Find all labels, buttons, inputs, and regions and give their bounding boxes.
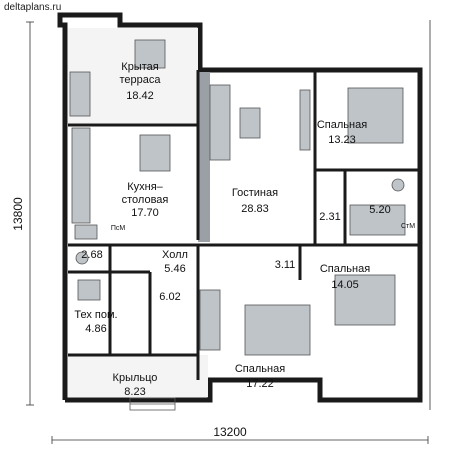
kitchen-counter <box>71 127 91 224</box>
depth-dimension: 13800 <box>11 197 25 231</box>
living-coffee-table <box>239 107 261 139</box>
room-living-area: 28.83 <box>241 203 269 215</box>
wardrobe <box>199 289 221 351</box>
room-bedroom-3-label: Спальная <box>235 363 285 375</box>
dimension-lines <box>26 20 431 444</box>
width-dimension: 13200 <box>213 425 247 439</box>
outer-walls <box>57 12 423 403</box>
living-tv <box>299 89 311 151</box>
dining-table <box>139 134 171 172</box>
room-kitchen-label: Кухня– <box>127 181 163 193</box>
room-living-label: Гостиная <box>232 187 278 199</box>
room-kitchen-area: 17.70 <box>131 207 159 219</box>
room-terrace-label: Крытая <box>121 61 158 73</box>
area-bathroom: 5.20 <box>369 204 390 216</box>
washer-label: СтМ <box>401 223 415 230</box>
living-room-strip <box>198 72 210 242</box>
room-porch-area: 8.23 <box>124 386 145 398</box>
room-bedroom-2-label: Спальная <box>320 263 370 275</box>
furniture <box>69 39 406 356</box>
area-wc: 2.68 <box>81 249 102 261</box>
room-bedroom-1-label: Спальная <box>317 119 367 131</box>
bed-bottom <box>244 304 311 356</box>
room-tech-label: Тех пом. <box>74 309 117 321</box>
area-closet: 2.31 <box>319 211 340 223</box>
dishwasher-label: ПсМ <box>111 225 126 232</box>
room-kitchen-label-2: столовая <box>122 194 169 206</box>
room-terrace-label-2: терраса <box>119 74 161 86</box>
room-bedroom-2-area: 14.05 <box>331 279 359 291</box>
room-porch-label: Крыльцо <box>113 372 158 384</box>
terrace-table <box>134 39 166 69</box>
area-corridor: 6.02 <box>159 291 180 303</box>
room-hall-label: Холл <box>162 249 188 261</box>
steps <box>129 397 176 411</box>
bed-middle-right <box>334 274 396 326</box>
toilet-hall <box>75 251 89 265</box>
toilet-bath <box>391 178 405 192</box>
room-bedroom-3-area: 17.22 <box>246 378 274 390</box>
bed-top-right <box>347 87 404 144</box>
room-terrace-area: 18.42 <box>126 90 154 102</box>
room-labels: Крытая терраса 18.42 Гостиная 28.83 Спал… <box>74 61 390 398</box>
area-lobby: 3.11 <box>275 259 296 271</box>
room-bedroom-1-area: 13.23 <box>328 134 356 146</box>
interior-walls <box>68 70 420 380</box>
tech-boiler <box>77 279 101 301</box>
watermark-text: deltaplans.ru <box>4 2 62 13</box>
room-hall-area: 5.46 <box>164 263 185 275</box>
porch-floor <box>68 355 208 397</box>
terrace-sofa <box>69 71 91 117</box>
room-tech-area: 4.86 <box>85 323 106 335</box>
living-sofa <box>209 84 231 161</box>
kitchen-sink <box>74 224 98 240</box>
bath-tub <box>349 204 406 236</box>
